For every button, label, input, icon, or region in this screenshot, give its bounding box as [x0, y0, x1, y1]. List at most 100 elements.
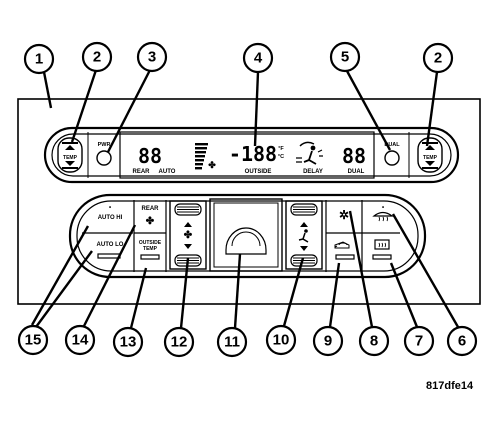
- svg-text:15: 15: [25, 332, 42, 349]
- pwr-button[interactable]: PWR: [96, 142, 112, 166]
- callout-11: 11: [216, 326, 248, 358]
- front-defrost-icon: [372, 211, 394, 222]
- temp-down-arrow-icon: [425, 161, 435, 166]
- leader-15-b: [35, 250, 93, 328]
- recirculation-icon: [334, 241, 350, 249]
- deg-c-label: °C: [278, 154, 284, 160]
- outside-temp-label-2: TEMP: [143, 246, 158, 252]
- leader-5: [345, 70, 392, 151]
- mode-person-icon: [298, 229, 309, 243]
- fan-speed-bars-icon: [195, 143, 208, 170]
- outside-label: OUTSIDE: [245, 169, 272, 175]
- left-temp-button[interactable]: TEMP: [57, 137, 83, 173]
- callout-2-left: 2: [81, 41, 113, 73]
- right-temp-button[interactable]: TEMP: [417, 137, 443, 173]
- callout-8: 8: [358, 325, 390, 357]
- temp-down-arrow-icon: [65, 161, 75, 166]
- pwr-label: PWR: [98, 142, 111, 148]
- svg-text:1: 1: [35, 51, 43, 68]
- auto-hi-label: AUTO HI: [98, 215, 123, 221]
- dual-button[interactable]: DUAL: [384, 142, 400, 166]
- callout-4: 4: [242, 42, 274, 74]
- svg-text:9: 9: [324, 333, 332, 350]
- callouts: 1 2 3 4 5 2 15 14 13 12 11 10 9 8 7 6: [17, 41, 478, 358]
- lcd-contents: 88 REAR AUTO ✤ -188 °F °C OUTSIDE DELAY …: [132, 141, 366, 175]
- panel-outline: [17, 98, 481, 305]
- svg-text:•: •: [382, 205, 384, 211]
- temp-up-arrow-icon: [425, 145, 435, 150]
- right-temp-label: TEMP: [423, 155, 438, 161]
- outside-temp-button[interactable]: OUTSIDE TEMP: [139, 240, 162, 260]
- svg-text:7: 7: [415, 333, 423, 350]
- callout-12: 12: [163, 326, 195, 358]
- svg-text:2: 2: [434, 50, 442, 67]
- outside-temp-digits: -188: [229, 142, 277, 166]
- callout-7: 7: [403, 325, 435, 357]
- svg-text:4: 4: [254, 50, 263, 67]
- callout-6: 6: [446, 325, 478, 357]
- leader-1: [42, 71, 53, 109]
- left-temp-label: TEMP: [63, 155, 78, 161]
- auto-hi-button[interactable]: • AUTO HI: [98, 205, 123, 221]
- front-defrost-button[interactable]: •: [372, 205, 394, 222]
- callout-5: 5: [329, 41, 361, 73]
- callout-15: 15: [17, 324, 49, 356]
- rear-fan-button[interactable]: REAR ✤: [141, 206, 159, 227]
- left-temp-digits: 88: [138, 144, 162, 168]
- callout-3: 3: [136, 41, 168, 73]
- right-temp-digits: 88: [342, 144, 366, 168]
- mode-up-arrow-icon: [300, 222, 308, 227]
- rear-defrost-icon: [374, 239, 390, 250]
- leader-7: [389, 262, 419, 328]
- svg-text:3: 3: [148, 49, 156, 66]
- outside-temp-label-1: OUTSIDE: [139, 240, 162, 246]
- auto-lo-indicator: [97, 253, 121, 259]
- dual-indicator: DUAL: [348, 169, 365, 175]
- recirculation-button[interactable]: [334, 241, 355, 260]
- ac-button[interactable]: ✲: [339, 208, 349, 222]
- recirculation-indicator: [335, 254, 355, 260]
- callout-14: 14: [64, 324, 96, 356]
- svg-text:11: 11: [224, 334, 240, 351]
- leader-11: [233, 253, 242, 329]
- callout-10: 10: [265, 324, 297, 356]
- rear-defrost-button[interactable]: [372, 239, 392, 260]
- svg-text:5: 5: [341, 49, 349, 66]
- delay-indicator: DELAY: [303, 169, 323, 175]
- dual-button-label: DUAL: [384, 142, 400, 148]
- temp-up-arrow-icon: [65, 145, 75, 150]
- rear-indicator: REAR: [132, 169, 150, 175]
- leader-2-right: [425, 71, 439, 147]
- leader-12: [179, 257, 190, 329]
- upper-display-bezel: [43, 126, 460, 184]
- figure-id: 817dfe14: [426, 380, 474, 392]
- leader-2-left: [70, 69, 98, 143]
- svg-text:2: 2: [93, 49, 101, 66]
- fan-icon: ✤: [184, 230, 193, 241]
- deg-f-label: °F: [278, 146, 284, 152]
- svg-text:8: 8: [370, 333, 378, 350]
- callout-9: 9: [312, 325, 344, 357]
- svg-text:13: 13: [120, 334, 137, 351]
- mode-down-arrow-icon: [300, 246, 308, 251]
- infrared-sensor-window: [209, 198, 283, 272]
- svg-text:14: 14: [72, 332, 89, 349]
- lcd-display: [119, 131, 375, 179]
- mode-thumbwheel[interactable]: [285, 200, 323, 270]
- outside-temp-indicator: [140, 254, 160, 260]
- leader-10: [282, 257, 305, 327]
- auto-lo-label: AUTO LO: [97, 242, 124, 248]
- callout-2-right: 2: [422, 42, 454, 74]
- leader-4: [253, 71, 260, 147]
- leader-8: [348, 210, 374, 328]
- rear-defrost-indicator: [372, 254, 392, 260]
- leader-13: [129, 267, 148, 329]
- leader-3: [106, 69, 152, 153]
- auto-indicator: AUTO: [159, 169, 176, 175]
- svg-text:6: 6: [458, 333, 466, 350]
- svg-text:10: 10: [273, 332, 290, 349]
- leader-6: [391, 213, 460, 328]
- svg-text:•: •: [109, 205, 111, 211]
- fan-icon: ✤: [208, 160, 216, 170]
